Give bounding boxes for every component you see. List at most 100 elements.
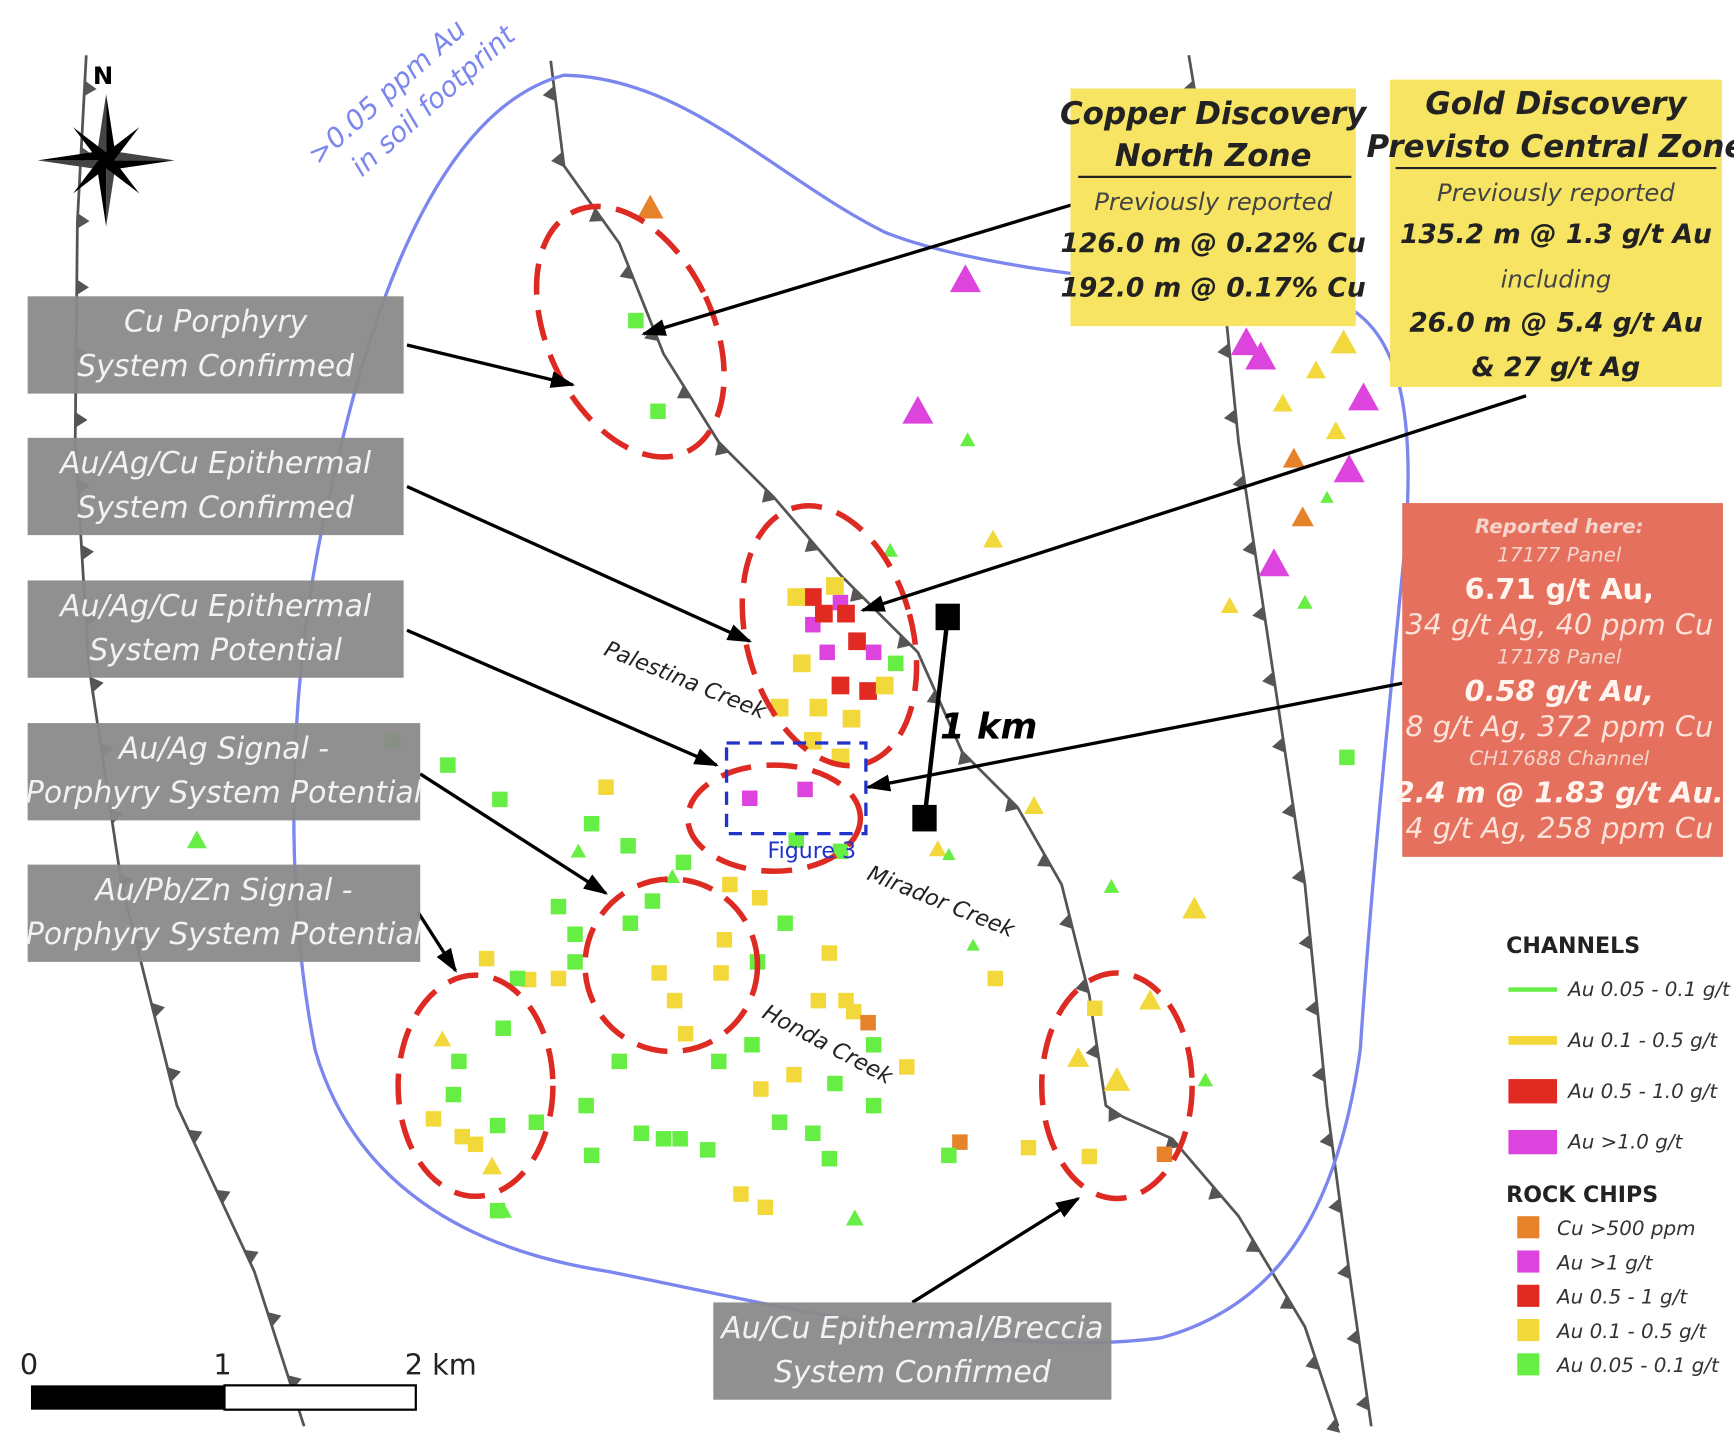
- creek-mirador: Mirador Creek: [864, 860, 1020, 943]
- fault-tooth: [81, 544, 94, 561]
- reported-box-p1-au: 6.71 g/t Au,: [1465, 572, 1654, 606]
- rock-chip-marker: [987, 970, 1004, 987]
- rock-chip-marker: [440, 757, 456, 773]
- rock-chip-marker: [489, 1117, 506, 1134]
- legend-channel-swatch: [1508, 1129, 1558, 1155]
- legend-rock-label: Au 0.1 - 0.5 g/t: [1555, 1320, 1707, 1343]
- target-ellipse-figure3: [685, 762, 864, 874]
- legend-channel-swatch: [1508, 1079, 1558, 1104]
- fault-tooth: [90, 676, 104, 693]
- legend-rock-label: Au >1 g/t: [1555, 1251, 1654, 1274]
- copper-box-sub: Previously reported: [1094, 187, 1332, 216]
- reported-box-p2-au: 0.58 g/t Au,: [1465, 674, 1654, 708]
- rock-chip-triangle: [1272, 393, 1293, 412]
- reported-box-title: Reported here:: [1475, 515, 1644, 538]
- zone-label-line2: System Confirmed: [77, 490, 355, 525]
- rock-chip-marker: [650, 403, 666, 420]
- fault-tooth: [267, 1311, 282, 1327]
- fault-tooth: [1319, 1132, 1333, 1148]
- fault-tooth: [1037, 853, 1052, 867]
- rock-chip-marker: [598, 779, 614, 795]
- rock-chip-triangle: [1325, 421, 1346, 440]
- rock-chip-triangle: [433, 1030, 452, 1047]
- fault-tooth: [1305, 1000, 1319, 1016]
- channel-marker: [809, 698, 828, 717]
- reported-box-p3-name: CH17688 Channel: [1469, 747, 1650, 770]
- legend-rock-swatch: [1517, 1216, 1540, 1239]
- sample-markers: [186, 194, 1380, 1226]
- rock-chip-triangle: [1330, 329, 1357, 354]
- rock-chip-triangle: [1333, 454, 1365, 483]
- arrow-epithermal-potential: [406, 628, 719, 767]
- gold-box-title2: Previsto Central Zone: [1367, 129, 1734, 165]
- rock-chip-marker: [633, 1125, 650, 1142]
- rock-chip-marker: [716, 932, 733, 948]
- rock-chip-triangle: [1182, 896, 1207, 919]
- rock-chip-marker: [865, 1097, 882, 1114]
- fault-tooth: [1108, 1107, 1122, 1123]
- legend-rock-label: Au 0.05 - 0.1 g/t: [1555, 1354, 1720, 1377]
- rock-chip-marker: [700, 1142, 716, 1158]
- fault-tooth: [1085, 1043, 1099, 1059]
- fault-tooth: [1328, 1198, 1342, 1214]
- fault-tooth: [1217, 343, 1231, 359]
- fault-tooth: [1245, 1238, 1261, 1253]
- arrow-cu-porphyry: [406, 343, 576, 388]
- rock-chip-triangle: [1220, 597, 1239, 613]
- rock-chip-triangle: [1103, 878, 1120, 893]
- rock-chip-marker: [722, 876, 738, 893]
- rock-chip-triangle: [1197, 1072, 1214, 1087]
- rock-chip-triangle: [636, 194, 664, 219]
- fault-tooth: [1291, 868, 1305, 884]
- zone-label-5: Au/Pb/Zn Signal -Porphyry System Potenti…: [26, 864, 423, 962]
- fault-tooth: [1271, 737, 1286, 753]
- fault-tooth: [1281, 802, 1295, 819]
- km-scale-bottom-cap: [912, 804, 937, 832]
- rock-chip-marker: [1087, 1000, 1103, 1017]
- gold-box-title1: Gold Discovery: [1425, 86, 1688, 122]
- legend-rock-label: Cu >500 ppm: [1557, 1217, 1695, 1240]
- rock-chip-marker: [899, 1059, 915, 1075]
- rock-chip-marker: [454, 1128, 470, 1145]
- rock-chip-triangle: [482, 1156, 503, 1175]
- rock-chip-triangle: [928, 840, 947, 857]
- channel-marker: [875, 676, 894, 695]
- rock-chip-marker: [711, 1053, 727, 1070]
- copper-box-title1: Copper Discovery: [1060, 96, 1368, 132]
- rock-chip-triangle: [949, 264, 981, 293]
- rock-chip-triangle: [1282, 447, 1305, 468]
- rock-chip-marker: [845, 1003, 862, 1020]
- rock-chip-marker: [509, 970, 526, 987]
- fault-tooth: [1004, 797, 1020, 812]
- fault-tooth: [1252, 606, 1266, 622]
- target-ellipses: [395, 203, 1195, 1202]
- rock-chip-marker: [550, 970, 567, 987]
- rock-chip-marker: [578, 1097, 594, 1114]
- rock-chip-marker: [492, 791, 508, 808]
- rock-chip-marker: [837, 604, 855, 623]
- rock-chip-marker: [1081, 1148, 1098, 1165]
- rock-chip-marker: [567, 954, 583, 970]
- rock-chip-triangle: [1024, 796, 1044, 814]
- legend: CHANNELS Au 0.05 - 0.1 g/tAu 0.1 - 0.5 g…: [1498, 923, 1734, 1388]
- rock-chip-triangle: [570, 843, 587, 858]
- scale-bar-label-0: 0: [20, 1347, 38, 1381]
- rock-chip-triangle: [1291, 506, 1314, 527]
- rock-chip-triangle: [664, 869, 681, 883]
- rock-chip-triangle: [1245, 341, 1277, 370]
- rock-chip-triangle: [1320, 490, 1334, 503]
- reported-box-p2-name: 17178 Panel: [1497, 645, 1622, 668]
- rock-chip-marker: [788, 832, 804, 849]
- fault-tooth: [761, 488, 777, 503]
- rock-chip-triangle: [1140, 990, 1161, 1009]
- rock-chip-triangle: [959, 432, 976, 447]
- rock-chip-triangle: [1067, 1047, 1090, 1067]
- scale-bar-label-1: 1: [213, 1347, 231, 1381]
- channel-marker: [842, 709, 861, 728]
- rock-chip-triangle: [1348, 382, 1380, 411]
- fault-tooth: [1223, 409, 1237, 425]
- zone-label-line2: System Confirmed: [77, 349, 355, 384]
- reported-box-p3-au: 2.4 m @ 1.83 g/t Au.: [1395, 776, 1724, 810]
- channel-marker: [792, 654, 811, 673]
